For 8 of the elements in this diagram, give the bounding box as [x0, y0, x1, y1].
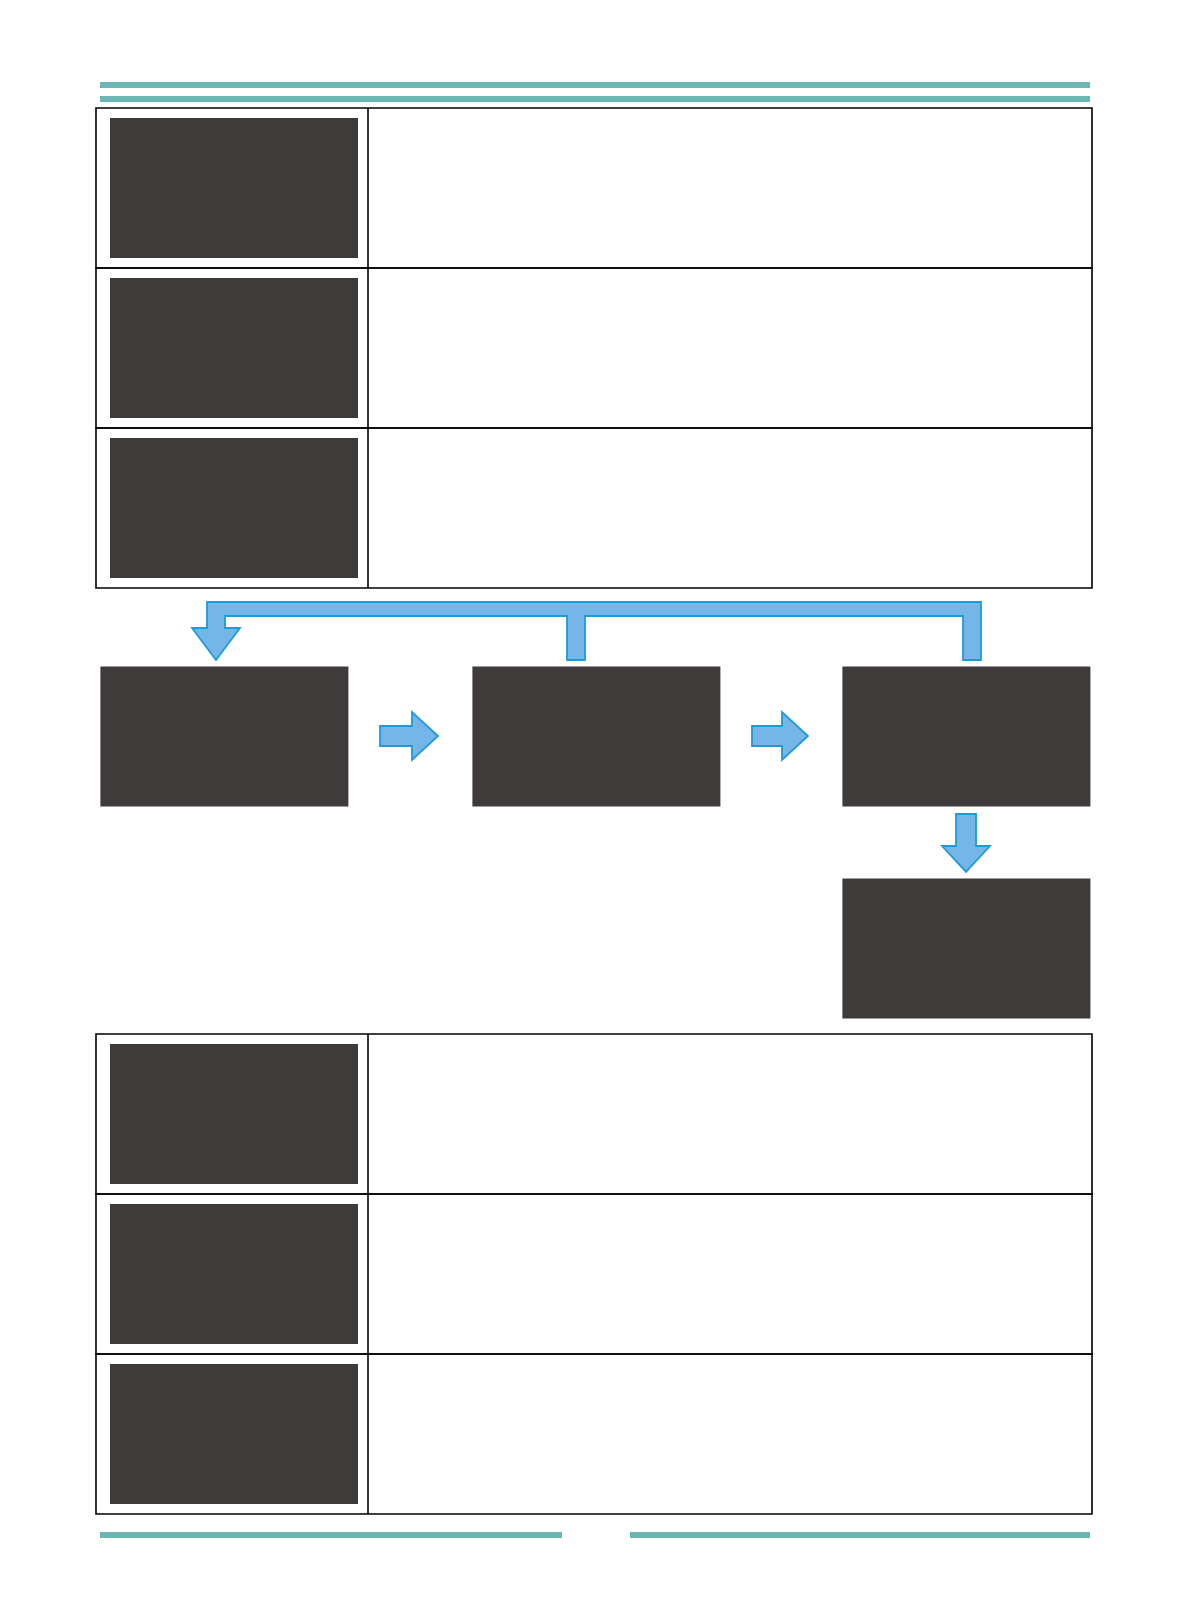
filled-box [842, 666, 1091, 807]
filled-box [472, 666, 721, 807]
block-arrow [751, 709, 810, 763]
block-arrow [190, 601, 982, 662]
filled-box [100, 666, 349, 807]
block-arrow [939, 813, 993, 874]
block-arrow [379, 709, 440, 763]
filled-box [842, 878, 1091, 1019]
